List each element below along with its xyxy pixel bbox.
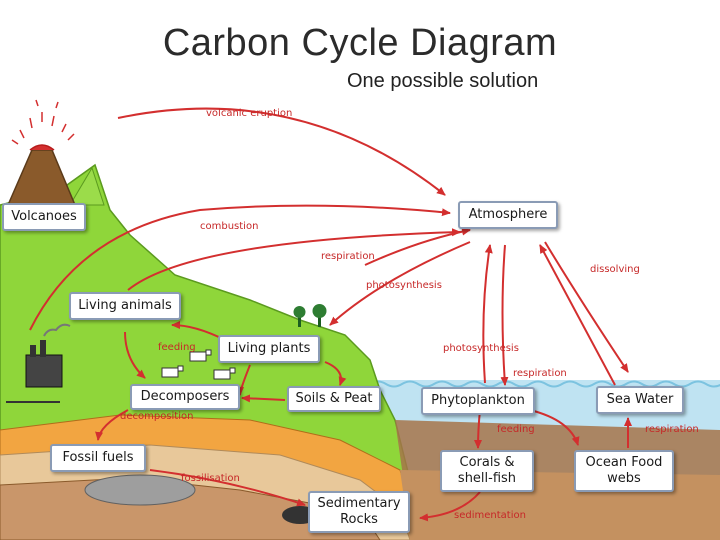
cow-icons <box>161 349 236 380</box>
page-subtitle: One possible solution <box>347 70 539 92</box>
arrow-respiration-phytoplankton <box>482 244 493 384</box>
arrow-animals-to-decomposers <box>124 331 146 379</box>
arrow-photosynthesis-land <box>329 241 471 326</box>
factory-icon <box>6 323 71 403</box>
arrow-fossilisation <box>149 469 306 507</box>
label-photosynthesis-2: photosynthesis <box>443 343 519 354</box>
page-title: Carbon Cycle Diagram <box>162 22 558 64</box>
sea-waves <box>369 380 720 388</box>
arrow-volcanic-eruption <box>117 107 446 196</box>
label-photosynthesis-1: photosynthesis <box>366 280 442 291</box>
box-sedimentary-rocks: Sedimentary Rocks <box>308 491 410 533</box>
label-decomposition: decomposition <box>120 411 194 422</box>
arrow-respiration-plants <box>364 227 471 266</box>
label-respiration-2: respiration <box>513 368 567 379</box>
label-volcanic-eruption: volcanic eruption <box>206 108 293 119</box>
box-corals-shellfish: Corals & shell-fish <box>440 450 534 492</box>
mountain-peak <box>69 166 105 206</box>
arrow-plants-to-soils <box>324 361 347 386</box>
label-feeding-2: feeding <box>497 424 535 435</box>
arrow-phyto-to-foodwebs <box>529 409 580 446</box>
arrow-sea-to-atmosphere <box>539 244 616 386</box>
arrow-dissolving <box>544 241 629 373</box>
label-sedimentation: sedimentation <box>454 510 526 521</box>
label-respiration-1: respiration <box>321 251 375 262</box>
box-volcanoes: Volcanoes <box>2 203 86 231</box>
label-respiration-3: respiration <box>645 424 699 435</box>
arrow-photosynthesis-sea <box>500 244 509 386</box>
volcano <box>6 149 77 206</box>
arrow-decomposition <box>95 409 129 441</box>
volcano-crater <box>29 144 55 151</box>
arrow-respiration-animals <box>127 228 461 291</box>
label-dissolving: dissolving <box>590 264 640 275</box>
label-combustion: combustion <box>200 221 259 232</box>
arrow-sedimentation <box>419 491 481 522</box>
volcano-eruption-sparks <box>11 99 75 145</box>
box-ocean-food-webs: Ocean Food webs <box>574 450 674 492</box>
box-soils-peat: Soils & Peat <box>287 386 381 412</box>
box-decomposers: Decomposers <box>130 384 240 410</box>
box-atmosphere: Atmosphere <box>458 201 558 229</box>
arrow-soils-to-decomposers <box>241 394 286 403</box>
box-living-animals: Living animals <box>69 292 181 320</box>
fossil-fuel-deposit <box>84 474 196 506</box>
label-feeding-1: feeding <box>158 342 196 353</box>
label-fossilisation: fossilisation <box>181 473 240 484</box>
arrow-combustion <box>29 204 451 331</box>
box-sea-water: Sea Water <box>596 386 684 414</box>
box-fossil-fuels: Fossil fuels <box>50 444 146 472</box>
tree-icons <box>293 304 327 327</box>
box-phytoplankton: Phytoplankton <box>421 387 535 415</box>
arrow-plants-to-decomposers <box>236 364 251 396</box>
box-living-plants: Living plants <box>218 335 320 363</box>
